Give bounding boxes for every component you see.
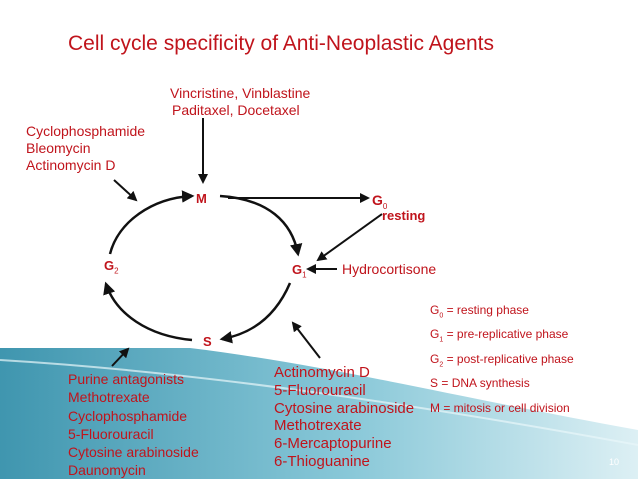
legend-row: M = mitosis or cell division [430,400,570,415]
phase-g0-letter: G [372,192,383,208]
m-drug-vincristine: Vincristine, [170,85,239,101]
phase-g0-label: G0 [372,193,387,211]
phase-g2-label: G2 [104,259,119,276]
g1-drug: Hydrocortisone [342,261,437,277]
s-drug-item: Cyclophosphamide [68,407,188,424]
s-drug-item: 5-Fluorouracil [68,425,154,442]
s-drug-item: Methotrexate [68,389,150,406]
legend-row: S = DNA synthesis [430,376,530,391]
arc-g2-to-m [108,190,195,255]
phase-g2-sub: 2 [114,266,119,276]
s-drug-item: Daunomycin [68,462,146,479]
s-drug-item: Actinomycin D [274,364,370,381]
arrow-actino-to-g1s [291,321,321,359]
s-drug-item: 5-Fluorouracil [274,381,366,399]
s-drug-list-left: Purine antagonists Methotrexate Cyclopho… [68,370,199,480]
arrow-g0-to-g1 [316,213,383,262]
g2m-drug-item: Actinomycin D [26,157,116,173]
g2m-drug-item: Cyclophosphamide [26,123,146,139]
arc-m-to-g1 [219,194,303,257]
phase-g0-sub: 0 [382,201,388,211]
phase-g1-sub: 1 [302,270,307,280]
m-drugs-line1: Vincristine, Vinblastine [170,86,310,100]
phase-g1-letter: G [292,262,303,277]
arrow-cyclo-to-g2m [113,179,138,202]
arc-g1-to-s [219,282,292,344]
g2m-drug-item: Bleomycin [26,140,91,156]
phase-s-label: S [203,334,212,349]
s-drug-list-right: Actinomycin D 5-Fluorouracil Cytosine ar… [274,364,414,471]
teal-band-highlight [0,359,638,446]
s-drug-item: 6-Thioguanine [274,452,370,470]
m-drugs-line2: Paditaxel, Docetaxel [172,102,300,118]
phase-g0-resting: resting [382,208,426,223]
phase-legend: G0 = resting phase G1 = pre-replicative … [430,301,574,423]
page-number: 10 [609,457,620,467]
s-drug-item: Purine antagonists [68,371,184,387]
arrow-purine-to-s [111,347,130,367]
s-drug-item: Methotrexate [274,417,362,435]
m-drug-vinblastine: Vinblastine [242,85,311,101]
phase-g2-letter: G [104,258,115,273]
g2m-drug-list: Cyclophosphamide Bleomycin Actinomycin D [26,123,145,174]
teal-band [0,348,638,479]
slide-title: Cell cycle specificity of Anti-Neoplasti… [68,32,495,55]
legend-row: G2 = post-replicative phase [430,351,574,369]
phase-m-label: M [196,191,207,206]
s-drug-item: Cytosine arabinoside [274,399,415,417]
arc-s-to-g2 [103,281,193,342]
phase-g1-label: G1 [292,263,307,280]
s-drug-item: 6-Mercaptopurine [274,435,392,453]
s-drug-item: Cytosine arabinoside [68,444,199,461]
legend-row: G0 = resting phase [430,303,529,320]
legend-row: G1 = pre-replicative phase [430,327,569,344]
